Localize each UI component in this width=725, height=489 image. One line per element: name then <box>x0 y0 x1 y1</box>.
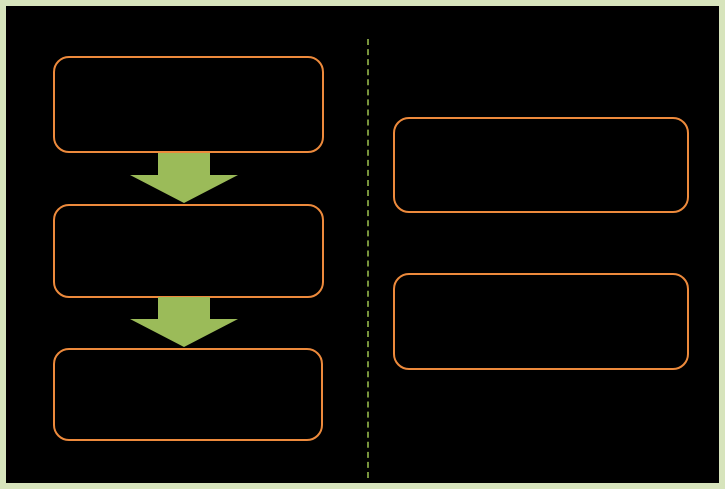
down-arrow-icon <box>130 297 238 347</box>
flow-box-right-2 <box>393 273 689 370</box>
flow-box-left-3 <box>53 348 323 441</box>
column-divider <box>367 39 369 478</box>
flow-box-left-2 <box>53 204 324 298</box>
down-arrow-icon <box>130 153 238 203</box>
flow-box-right-1 <box>393 117 689 213</box>
flow-box-left-1 <box>53 56 324 153</box>
